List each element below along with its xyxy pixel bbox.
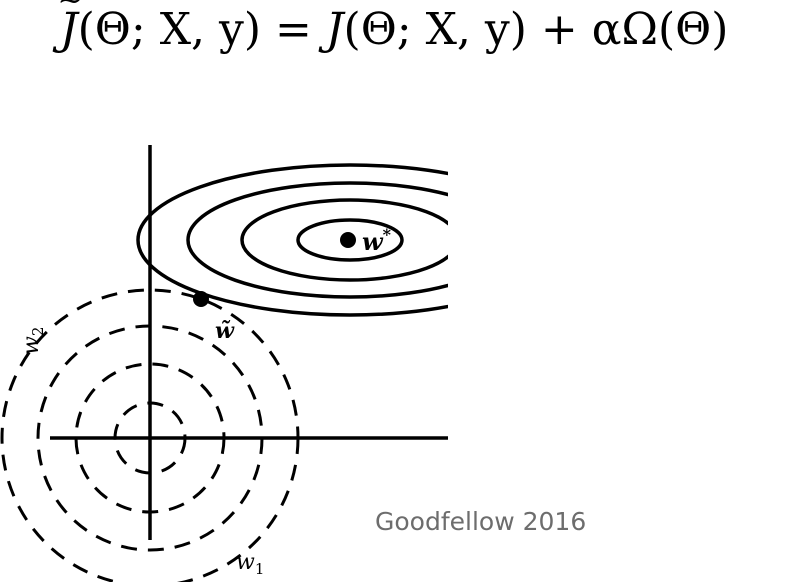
formula-rhs-args: (Θ; X, y) <box>343 4 527 55</box>
optimum-label: w* <box>362 225 392 256</box>
cost-contour-2 <box>240 198 448 282</box>
credit-text: Goodfellow 2016 <box>375 507 587 536</box>
cost-symbol: J <box>325 4 344 55</box>
cost-contours <box>136 163 448 317</box>
cost-contour-1 <box>296 218 404 262</box>
regularized-optimum-point <box>193 291 209 307</box>
x-axis-label: w1 <box>236 550 264 578</box>
formula-plus: + <box>540 4 578 55</box>
regularized-cost-symbol: J <box>60 5 78 54</box>
formula-lhs-args: (Θ; X, y) <box>77 4 262 55</box>
optimum-point <box>340 232 356 248</box>
regularized-label: w̃ <box>215 318 235 344</box>
formula-equals: = <box>275 4 312 55</box>
y-axis-label-group: w2 <box>19 327 47 355</box>
cost-contour-4 <box>136 163 448 317</box>
cost-function-formula: J(Θ; X, y) = J(Θ; X, y) + αΩ(Θ) <box>60 4 729 55</box>
y-axis-label: w2 <box>19 327 47 355</box>
cost-contour-3 <box>186 181 448 299</box>
regularization-term: αΩ(Θ) <box>591 4 729 55</box>
